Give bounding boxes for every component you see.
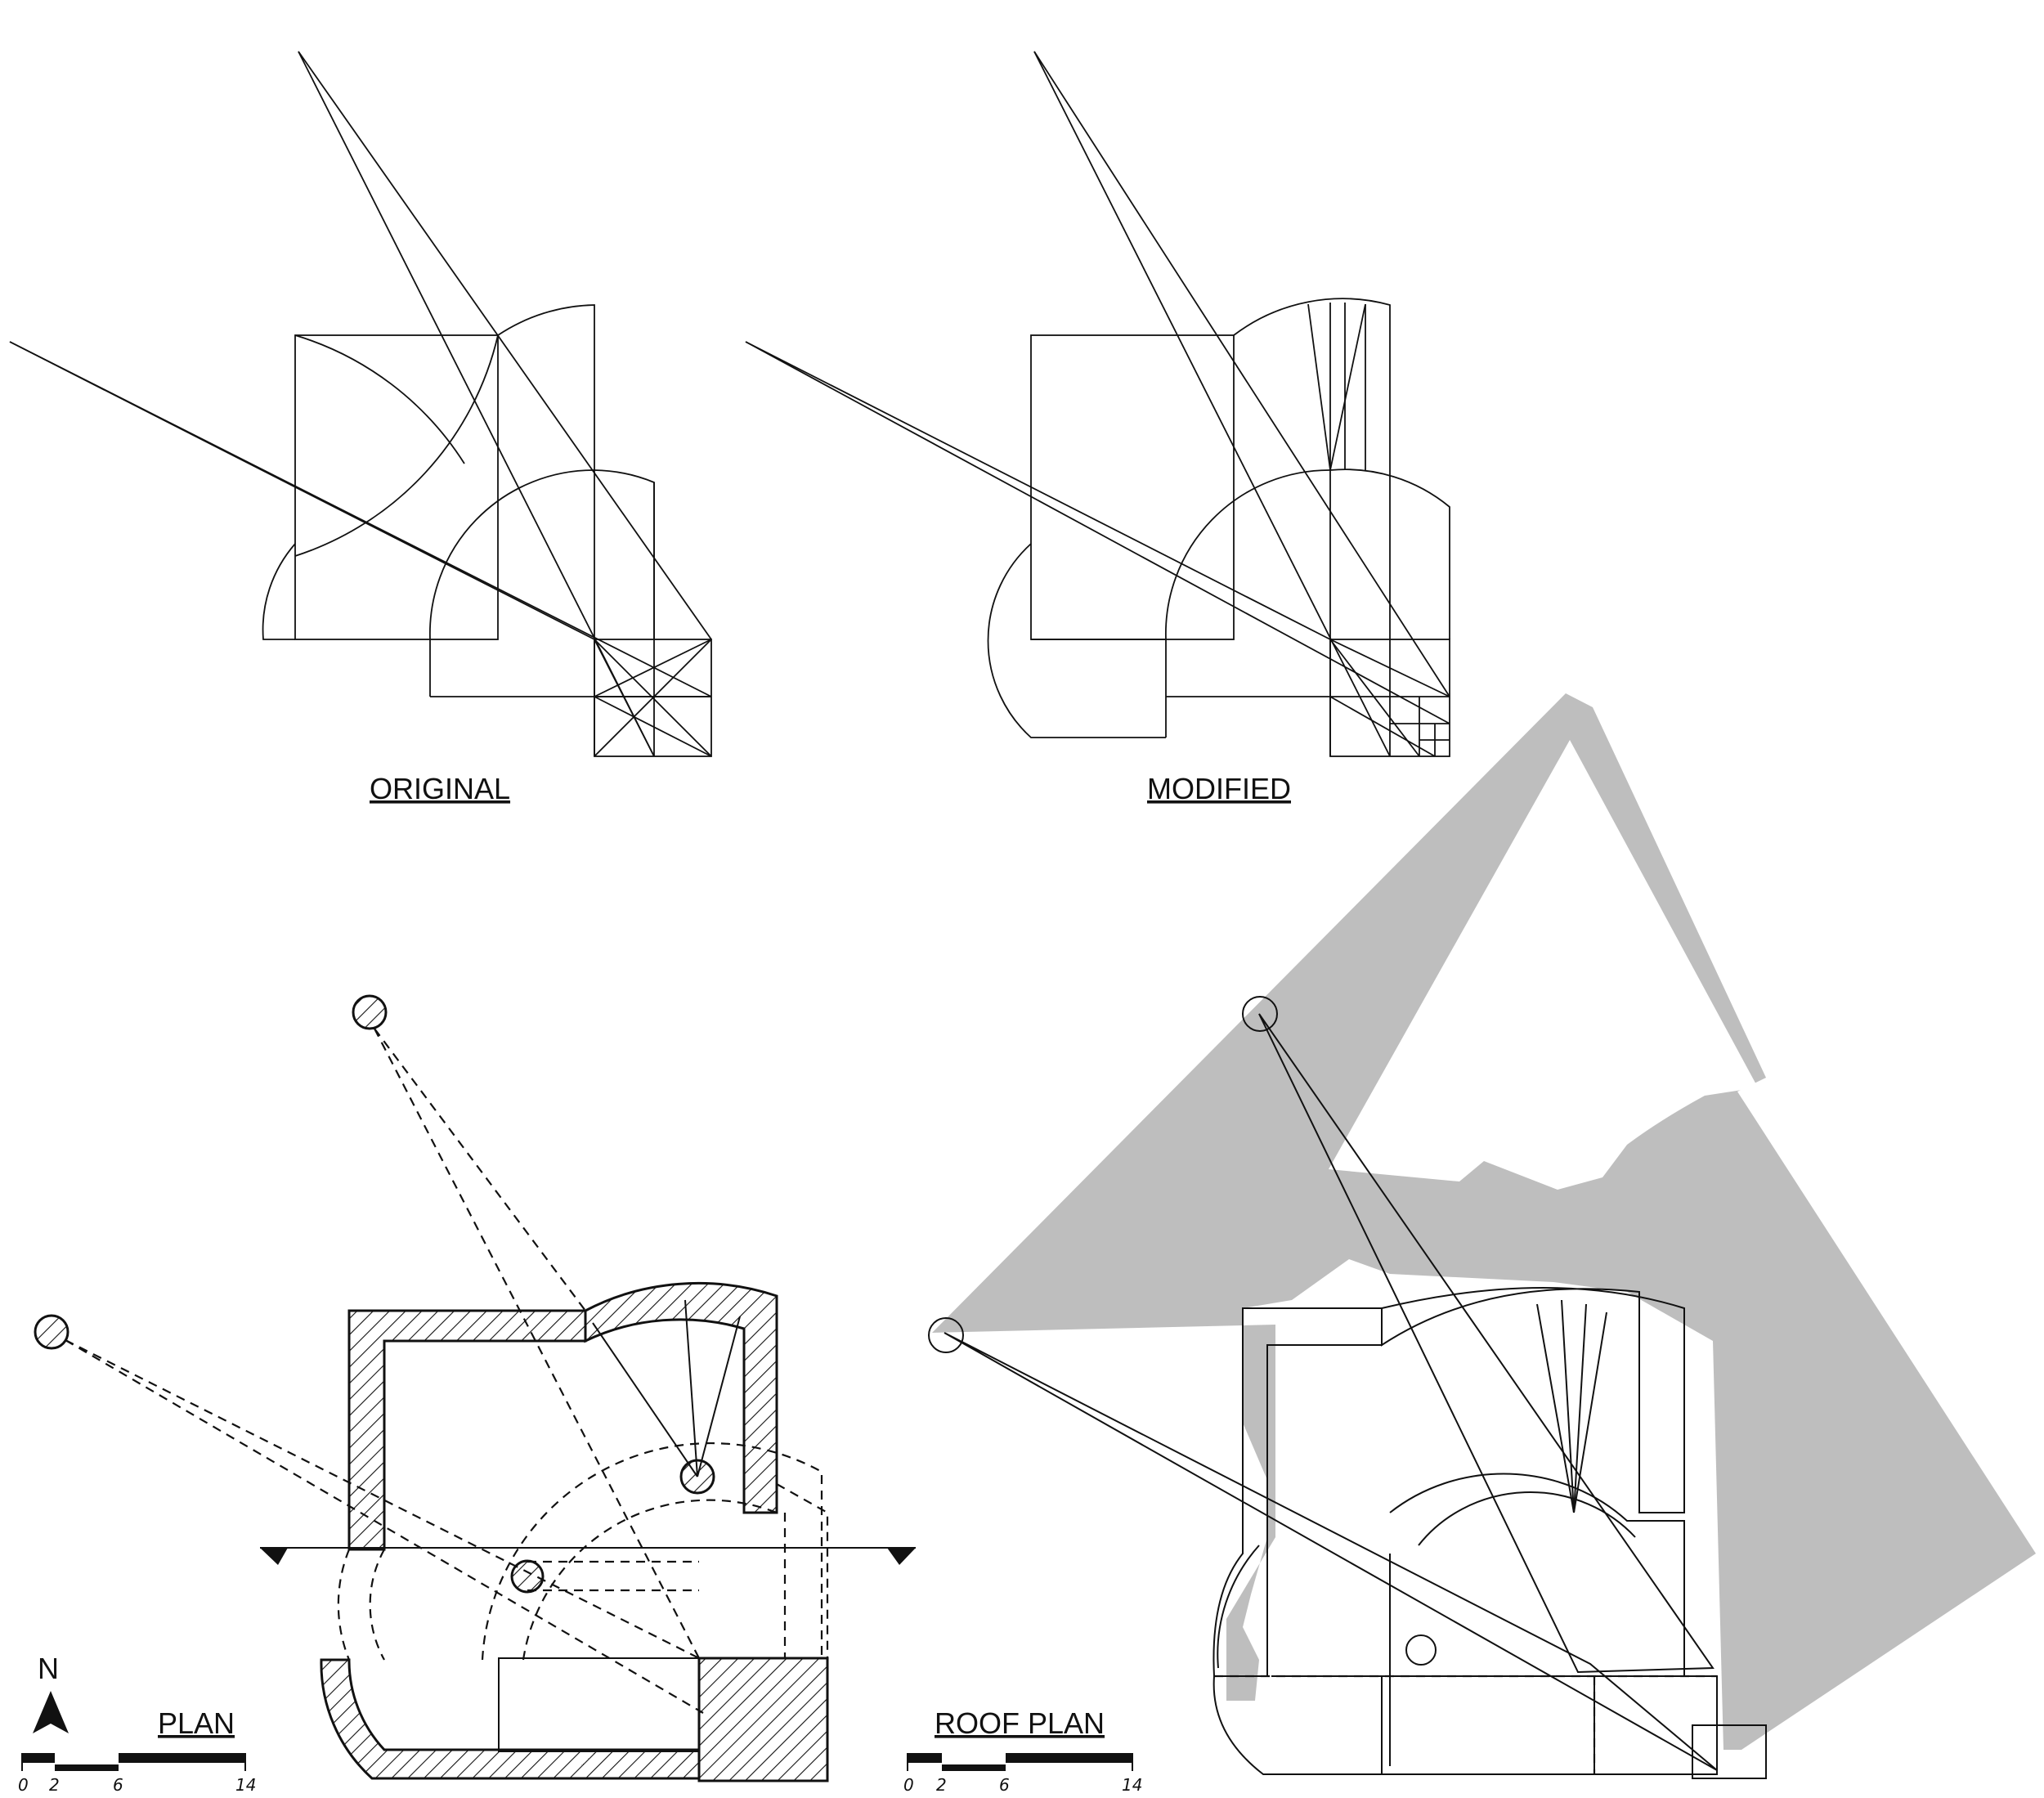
roof-column-west [928, 1317, 964, 1353]
plan-scale-tick-14: 14 [235, 1775, 256, 1795]
plan-column-nw [352, 994, 388, 1030]
modified-label: MODIFIED [1147, 772, 1291, 805]
original-label: ORIGINAL [370, 772, 510, 805]
plan-scale-tick-6: 6 [113, 1775, 123, 1795]
plan-scale-bar: 0 2 6 14 [18, 1753, 256, 1795]
light-wedge-west [944, 1332, 1718, 1771]
plan-scale-tick-0: 0 [18, 1775, 29, 1795]
plan-wall-curved-north [584, 1281, 778, 1514]
roof-scale-tick-0: 0 [903, 1775, 914, 1795]
plan-scale-tick-2: 2 [49, 1775, 60, 1795]
plan-wall-south-west [320, 1658, 705, 1780]
roof-plan-drawing [928, 693, 2036, 1779]
north-arrow-icon [33, 1691, 69, 1733]
original-diagram [9, 51, 712, 757]
roof-scale-bar: 0 2 6 14 [903, 1753, 1142, 1795]
plan-label: PLAN [158, 1706, 235, 1740]
roof-shadow [932, 693, 2036, 1750]
plan-column-w [34, 1314, 69, 1350]
modified-diagram [745, 51, 1450, 757]
roof-scale-tick-6: 6 [999, 1775, 1010, 1795]
roof-scale-tick-14: 14 [1122, 1775, 1142, 1795]
north-letter: N [38, 1652, 59, 1685]
light-wedge-north [1258, 1013, 1715, 1674]
roof-column-north [1242, 996, 1278, 1032]
roof-scale-tick-2: 2 [936, 1775, 947, 1795]
plan-wall-north-west [347, 1309, 587, 1551]
plan-block-south-east [697, 1657, 829, 1782]
north-arrow: N [33, 1652, 69, 1733]
roof-plan-label: ROOF PLAN [935, 1706, 1105, 1740]
plan-drawing [34, 994, 916, 1782]
